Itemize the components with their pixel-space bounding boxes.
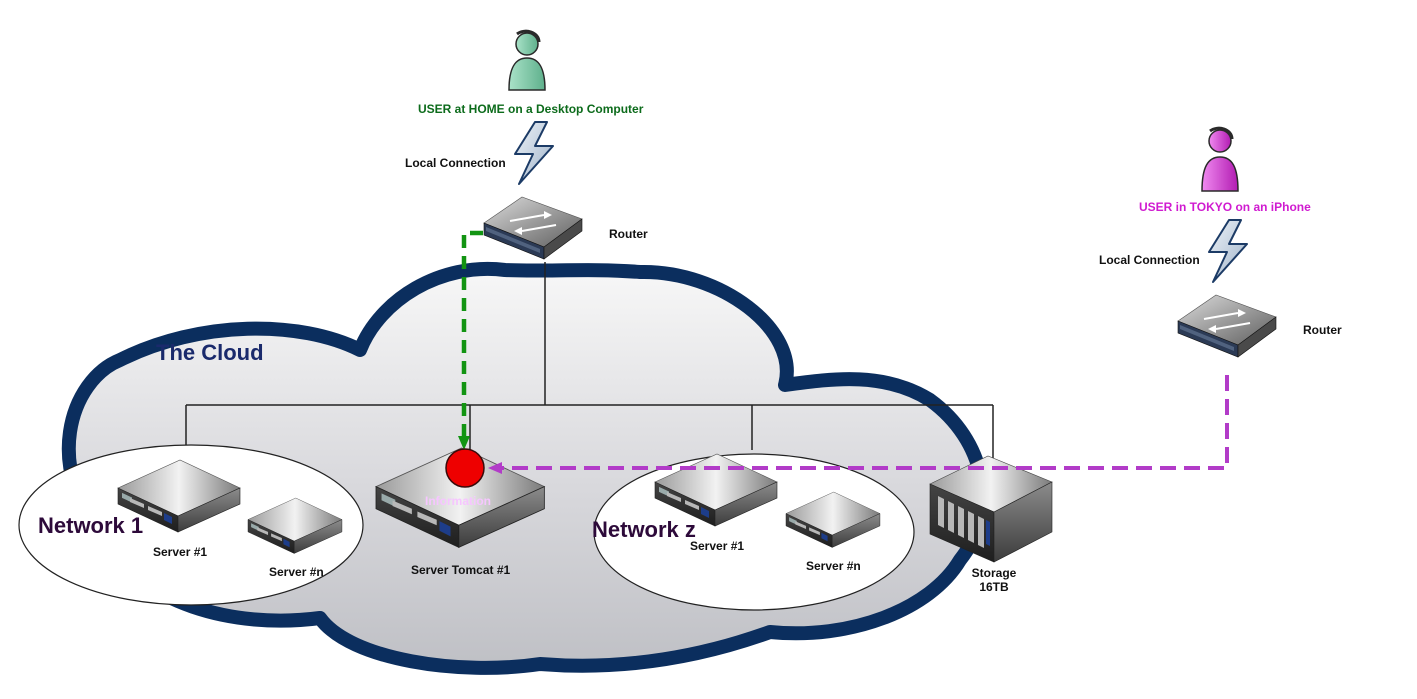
tokyo-router-icon[interactable]	[1177, 294, 1277, 358]
network1-server-n-label: Server #n	[269, 565, 324, 579]
storage-label-line2: 16TB	[979, 580, 1009, 594]
home-local-connection-label: Local Connection	[405, 156, 506, 170]
home-lightning-bolt-icon	[514, 121, 554, 185]
tomcat-server-label: Server Tomcat #1	[411, 563, 511, 577]
network-1-label: Network 1	[38, 513, 144, 538]
cloud-label: The Cloud	[156, 340, 264, 365]
tokyo-user-label: USER in TOKYO on an iPhone	[1139, 200, 1311, 214]
home-router-label: Router	[609, 227, 648, 241]
network1-server-1-label: Server #1	[153, 545, 208, 559]
tokyo-local-connection-label: Local Connection	[1099, 253, 1200, 267]
storage-label: Storage 16TB	[966, 566, 1022, 594]
tokyo-router-label: Router	[1303, 323, 1342, 337]
storage-label-line1: Storage	[971, 566, 1017, 580]
networkz-server-1-label: Server #1	[690, 539, 745, 553]
tokyo-data-path	[488, 375, 1229, 474]
information-dot[interactable]	[445, 448, 485, 488]
information-label: Information	[425, 494, 491, 508]
networkz-server-n-label: Server #n	[806, 559, 861, 573]
home-data-path	[458, 230, 483, 450]
home-user-label: USER at HOME on a Desktop Computer	[418, 102, 644, 116]
tokyo-user-person-icon	[1201, 126, 1239, 192]
home-router-icon[interactable]	[483, 196, 583, 260]
network-z-label: Network z	[592, 517, 696, 542]
tokyo-lightning-bolt-icon	[1208, 219, 1248, 283]
home-user-person-icon	[508, 29, 546, 91]
